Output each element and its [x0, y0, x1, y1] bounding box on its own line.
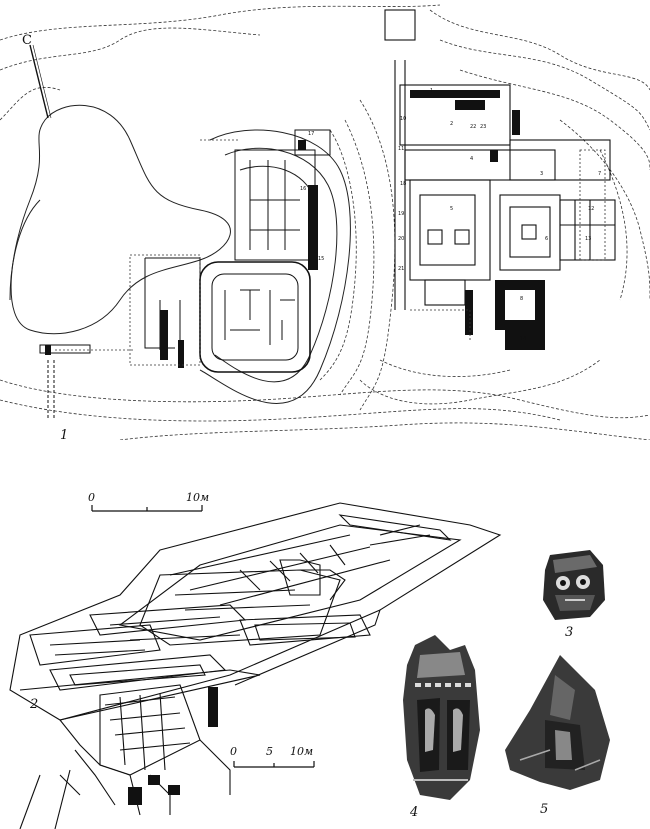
site-plan-panel: С [0, 4, 650, 443]
site-plan-drawing: С [0, 4, 650, 440]
room-number: 12 [588, 206, 594, 212]
room-number: 9 [470, 311, 473, 317]
scale-bottom-end: 10м [290, 745, 313, 758]
fragment-4-image [403, 635, 480, 800]
room-number: 10 [400, 116, 406, 122]
panel-label-2: 2 [30, 697, 39, 712]
axonometric-panel: 0 10м [0, 475, 530, 829]
western-terrace [39, 257, 311, 420]
scale-bottom-start: 0 [230, 745, 237, 758]
contour-lines [0, 4, 650, 440]
north-symbol: С [22, 33, 32, 48]
panel-label-5: 5 [540, 802, 549, 817]
panel-label-3: 3 [565, 625, 574, 640]
panel-label-1: 1 [60, 428, 69, 443]
room-number: 23 [480, 124, 486, 130]
room-number: 15 [318, 256, 324, 262]
room-number: 19 [398, 211, 404, 217]
room-number: 22 [470, 124, 476, 130]
palace-complex [384, 9, 616, 310]
scale-bottom-mid: 5 [266, 745, 273, 758]
panel-label-4: 4 [410, 805, 419, 820]
room-number: 14 [520, 336, 526, 342]
room-number: 3 [540, 171, 543, 177]
room-number: 1 [430, 88, 433, 94]
fragment-5-image [505, 655, 610, 790]
scale-bar-bottom: 0 5 10м [230, 745, 315, 768]
room-number: 20 [398, 236, 404, 242]
scale-bar-top: 0 10м [88, 491, 209, 512]
palace-walls [410, 90, 545, 350]
room-number: 4 [470, 156, 473, 162]
room-number: 16 [300, 186, 306, 192]
scale-top-start: 0 [88, 491, 95, 504]
fragment-5-panel: 5 [500, 650, 620, 825]
room-number: 6 [545, 236, 548, 242]
axonometric-drawing [9, 502, 502, 829]
north-arrow: С [22, 33, 52, 119]
room-number: 8 [520, 296, 523, 302]
room-number: 18 [400, 181, 406, 187]
room-number: 13 [585, 236, 591, 242]
room-number: 11 [398, 146, 404, 152]
scale-top-end: 10м [186, 491, 209, 504]
room-number: 2 [450, 121, 453, 127]
room-number: 7 [598, 171, 601, 177]
fragment-4-panel: 4 [395, 630, 495, 825]
room-number: 17 [308, 131, 314, 137]
room-number: 21 [398, 266, 404, 272]
room-number: 5 [450, 206, 453, 212]
fragment-3-panel: 3 [535, 545, 615, 645]
fragment-3-image [543, 550, 605, 620]
